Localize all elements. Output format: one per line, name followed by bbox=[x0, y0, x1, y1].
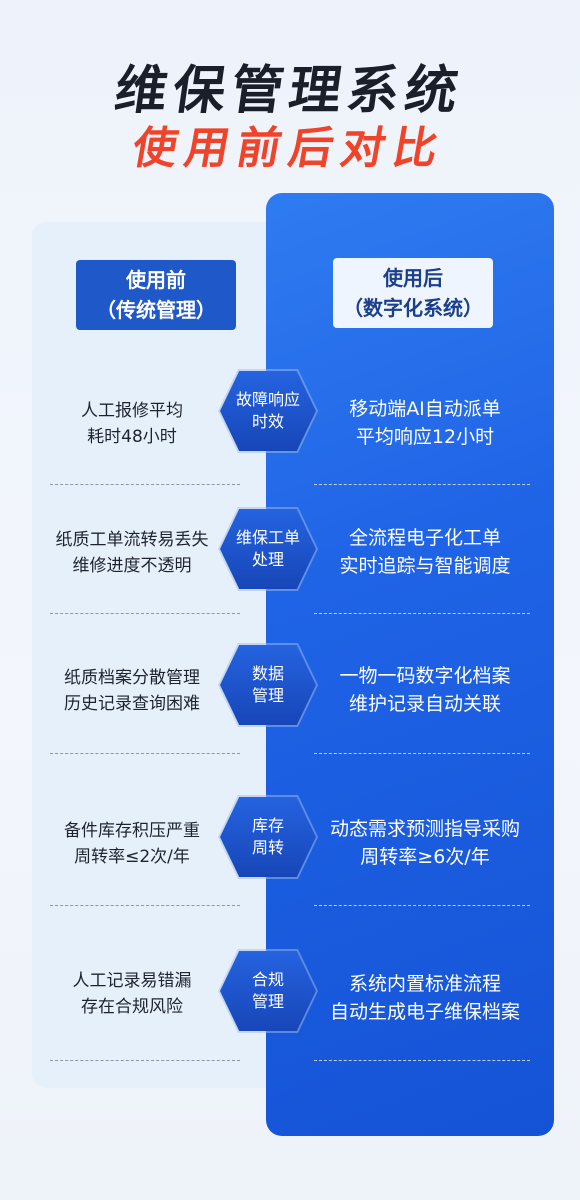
category-label-line: 管理 bbox=[251, 992, 284, 1011]
before-text: 人工记录易错漏 存在合规风险 bbox=[40, 968, 224, 1020]
before-text-line: 纸质档案分散管理 bbox=[64, 668, 200, 688]
before-text-line: 人工报修平均 bbox=[81, 401, 183, 421]
after-text: 全流程电子化工单 实时追踪与智能调度 bbox=[314, 524, 536, 580]
divider bbox=[314, 484, 530, 485]
after-text: 系统内置标准流程 自动生成电子维保档案 bbox=[314, 970, 536, 1026]
divider bbox=[50, 753, 240, 754]
category-hexagon: 数据 管理 bbox=[220, 645, 316, 725]
before-text-line: 纸质工单流转易丢失 bbox=[55, 530, 209, 550]
after-header-subtitle: （数字化系统） bbox=[343, 296, 483, 320]
after-text-line: 平均响应12小时 bbox=[355, 426, 495, 448]
after-text: 移动端AI自动派单 平均响应12小时 bbox=[314, 395, 536, 451]
before-text-line: 备件库存积压严重 bbox=[64, 821, 200, 841]
before-text-line: 历史记录查询困难 bbox=[64, 694, 200, 714]
category-label-line: 时效 bbox=[251, 412, 284, 431]
before-text-line: 耗时48小时 bbox=[87, 427, 177, 447]
category-label-line: 合规 bbox=[251, 970, 284, 989]
before-header: 使用前 （传统管理） bbox=[76, 260, 236, 330]
before-text: 备件库存积压严重 周转率≤2次/年 bbox=[40, 818, 224, 870]
after-text-line: 一物一码数字化档案 bbox=[339, 665, 511, 687]
category-label-line: 库存 bbox=[251, 816, 284, 835]
before-text-line: 人工记录易错漏 bbox=[72, 971, 192, 991]
page-subtitle: 使用前后对比 bbox=[128, 123, 450, 174]
divider bbox=[50, 484, 240, 485]
before-text-line: 维修进度不透明 bbox=[72, 556, 192, 576]
after-text-line: 自动生成电子维保档案 bbox=[329, 1001, 520, 1023]
after-text-line: 维护记录自动关联 bbox=[348, 693, 501, 715]
category-label-line: 周转 bbox=[251, 838, 284, 857]
after-text: 动态需求预测指导采购 周转率≥6次/年 bbox=[314, 815, 536, 871]
after-text-line: 动态需求预测指导采购 bbox=[329, 818, 520, 840]
before-header-subtitle: （传统管理） bbox=[96, 298, 216, 322]
category-label-line: 数据 bbox=[251, 664, 284, 683]
category-hexagon: 维保工单 处理 bbox=[220, 509, 316, 589]
divider bbox=[314, 613, 530, 614]
after-text: 一物一码数字化档案 维护记录自动关联 bbox=[314, 662, 536, 718]
before-text: 纸质档案分散管理 历史记录查询困难 bbox=[40, 665, 224, 717]
after-text-line: 系统内置标准流程 bbox=[348, 973, 501, 995]
before-text-line: 存在合规风险 bbox=[81, 997, 183, 1017]
divider bbox=[314, 905, 530, 906]
category-label-line: 故障响应 bbox=[235, 390, 300, 409]
before-text: 纸质工单流转易丢失 维修进度不透明 bbox=[40, 527, 224, 579]
category-label-line: 处理 bbox=[251, 550, 284, 569]
after-text-line: 实时追踪与智能调度 bbox=[339, 555, 511, 577]
after-header: 使用后 （数字化系统） bbox=[333, 258, 493, 328]
divider bbox=[314, 753, 530, 754]
divider bbox=[50, 613, 240, 614]
divider bbox=[314, 1060, 530, 1061]
after-panel bbox=[266, 193, 554, 1136]
category-hexagon: 合规 管理 bbox=[220, 951, 316, 1031]
category-label-line: 维保工单 bbox=[235, 528, 300, 547]
before-header-title: 使用前 bbox=[126, 268, 186, 292]
divider bbox=[50, 905, 240, 906]
after-text-line: 移动端AI自动派单 bbox=[349, 398, 501, 420]
category-label-line: 管理 bbox=[251, 686, 284, 705]
after-text-line: 全流程电子化工单 bbox=[348, 527, 501, 549]
after-header-title: 使用后 bbox=[383, 266, 443, 290]
divider bbox=[50, 1060, 240, 1061]
after-text-line: 周转率≥6次/年 bbox=[360, 846, 490, 868]
before-text-line: 周转率≤2次/年 bbox=[74, 847, 190, 867]
before-text: 人工报修平均 耗时48小时 bbox=[40, 398, 224, 450]
category-hexagon: 库存 周转 bbox=[220, 797, 316, 877]
category-hexagon: 故障响应 时效 bbox=[220, 371, 316, 451]
